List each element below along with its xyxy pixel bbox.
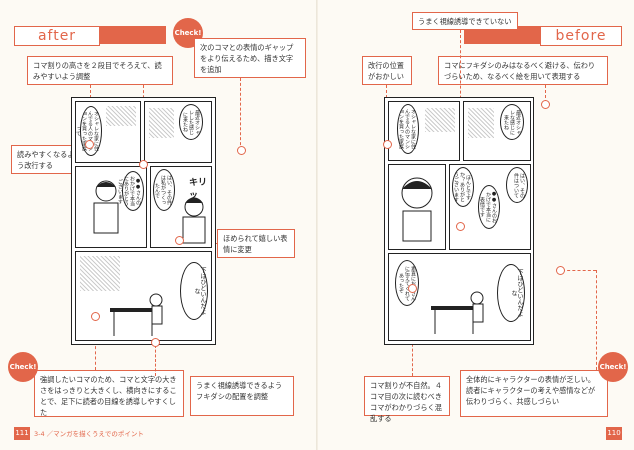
- callout-marker: [456, 222, 465, 231]
- note-emphasis: 強調したいコマのため、コマと文字の大きさをはっきりと大きくし、横向きにすることで…: [34, 370, 184, 417]
- speech-bubble: ●●さんのおかげで本当に表情です: [478, 185, 500, 229]
- page-number-left: 111: [14, 427, 30, 440]
- background-window: [425, 108, 455, 132]
- callout-marker: [151, 338, 160, 347]
- callout-marker: [139, 160, 148, 169]
- gutter: [316, 0, 318, 450]
- manga-page-before: オシャレな家に住んでる人のマンションを買った家族 最近オシャレな感じに来たね ほ…: [384, 97, 534, 345]
- note-cut-height: コマ割りの高さを２段目でそろえて、読みやすいよう調整: [27, 56, 173, 85]
- after-label: after: [14, 26, 100, 46]
- callout-marker: [541, 100, 550, 109]
- speech-bubble: ほんとですか？ありがとうございます: [452, 167, 474, 207]
- manga-panel: 素直にお客さんに伝えてくれてあったぞ 下はひどいんだよな: [388, 253, 531, 341]
- callout-marker: [237, 146, 246, 155]
- background-window: [468, 108, 494, 138]
- callout-marker: [91, 312, 100, 321]
- manga-panel: 最近オシャレした感じに来たね: [144, 101, 212, 163]
- leader-line: [95, 320, 96, 370]
- note-cut-unnatural: コマ割りが不自然。４コマ目の次に読むべきコマがわかりづらく混乱する: [364, 376, 450, 423]
- desk-scene: [431, 291, 484, 334]
- manga-panel: [388, 164, 446, 250]
- manga-panel: オシャレな家に住んでる人のマンションを買った家族: [388, 101, 460, 161]
- speech-bubble: 素直にお客さんに伝えてくれてあったぞ: [395, 260, 419, 306]
- character-figure: [401, 177, 433, 242]
- before-label: before: [540, 26, 622, 46]
- chapter-title: 3-4 ／マンガを描くうえでのポイント: [34, 430, 144, 438]
- speech-bubble: はい、その件はついて: [506, 167, 528, 203]
- callout-marker: [556, 266, 565, 275]
- note-expression-gap: 次のコマとの表情のギャップをより伝えるため、描き文字を追加: [194, 38, 306, 78]
- check-badge-bottom: Check!: [8, 352, 38, 382]
- callout-marker: [175, 236, 184, 245]
- background-shelf: [80, 256, 120, 291]
- check-badge-top: Check!: [173, 18, 203, 48]
- note-expression-only: コマにフキダシのみはなるべく避ける、伝わりづらいため、なるべく絵を用いて表現する: [438, 56, 608, 85]
- background-window: [106, 106, 136, 126]
- note-eye-guide-fail: うまく視線誘導できていない: [412, 12, 518, 30]
- manga-panel: ●●さんのおかげで本当にありがとうございます: [75, 166, 147, 248]
- leader-line: [545, 85, 546, 103]
- before-label-bar: [464, 26, 540, 44]
- manga-panel: ほんとですか？ありがとうございます ●●さんのおかげで本当に表情です はい、その…: [449, 164, 531, 250]
- note-line-break: 読みやすくなるよう改行する: [11, 145, 81, 174]
- leader-line: [562, 270, 596, 271]
- manga-panel: 最近オシャレな感じに来たね: [463, 101, 531, 161]
- speech-bubble-emphasis: 下はひどいんだよな: [180, 262, 208, 320]
- manga-panel: オシャレな家に住んでる人のマンションを買った家族って: [75, 101, 141, 163]
- note-line-break-pos: 改行の位置がおかしい: [362, 56, 412, 85]
- leader-line: [155, 345, 156, 376]
- sound-effect-text: キリッ: [189, 178, 208, 201]
- note-overall: 全体的にキャラクターの表情が乏しい。読者にキャラクターの考えや感情などが伝わりづ…: [460, 370, 608, 417]
- speech-bubble-emphasis: 下はひどいんだよな: [497, 264, 525, 322]
- manga-panel: はい、その件は私がつくったんで キリッ: [150, 166, 212, 248]
- after-label-bar: [100, 26, 166, 44]
- leader-line: [240, 78, 241, 150]
- speech-bubble: ●●さんのおかげで本当にありがとうございます: [117, 171, 144, 211]
- callout-marker: [85, 140, 94, 149]
- page-number-right: 110: [606, 427, 622, 440]
- manga-page-after: オシャレな家に住んでる人のマンションを買った家族って 最近オシャレした感じに来た…: [71, 97, 216, 345]
- leader-line: [596, 270, 597, 370]
- callout-marker: [383, 140, 392, 149]
- speech-bubble: 最近オシャレした感じに来たね: [179, 104, 203, 140]
- speech-bubble: オシャレな家に住んでる人のマンションを買った家族: [397, 104, 419, 154]
- callout-marker: [408, 284, 417, 293]
- speech-bubble: はい、その件は私がつくったんで: [153, 169, 175, 211]
- background-window: [149, 108, 174, 138]
- desk-scene: [110, 293, 163, 336]
- note-praise: ほめられて嬉しい表情に変更: [217, 229, 295, 258]
- character-figure: [93, 180, 119, 234]
- speech-bubble: 最近オシャレな感じに来たね: [500, 104, 524, 140]
- note-eye-guide: うまく視線誘導できるようフキダシの配置を調整: [190, 376, 294, 416]
- manga-panel: 下はひどいんだよな: [75, 251, 212, 341]
- character-figure: [182, 197, 206, 244]
- check-badge-right: Check!: [598, 352, 628, 382]
